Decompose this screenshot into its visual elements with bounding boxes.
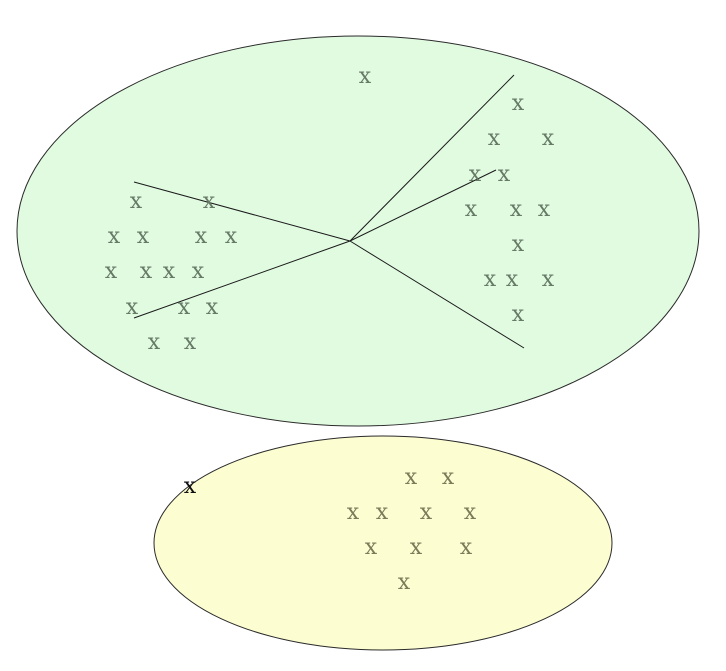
upper-mark-12: x xyxy=(506,267,519,292)
upper-mark-24: x xyxy=(192,259,205,284)
upper-mark-11: x xyxy=(484,267,497,292)
lower-mark-2: x xyxy=(442,465,455,490)
upper-mark-29: x xyxy=(184,330,197,355)
upper-mark-22: x xyxy=(140,259,153,284)
upper-mark-16: x xyxy=(203,189,216,214)
upper-mark-28: x xyxy=(148,330,161,355)
lower-mark-1: x xyxy=(405,465,418,490)
lower-region-ellipse xyxy=(153,435,613,651)
lower-mark-10: x xyxy=(398,570,411,595)
lower-mark-3: x xyxy=(347,500,360,525)
lower-mark-7: x xyxy=(365,535,378,560)
outlier-mark: x xyxy=(184,474,197,499)
lower-mark-9: x xyxy=(460,535,473,560)
upper-mark-15: x xyxy=(130,189,143,214)
divider-line-lower-left xyxy=(133,240,351,319)
upper-mark-5: x xyxy=(469,162,482,187)
upper-mark-18: x xyxy=(137,224,150,249)
divider-line-middle-right xyxy=(349,169,497,242)
upper-mark-17: x xyxy=(108,224,121,249)
lower-mark-8: x xyxy=(410,535,423,560)
upper-mark-20: x xyxy=(225,224,238,249)
divider-line-lower-right xyxy=(349,240,525,349)
lower-mark-4: x xyxy=(376,500,389,525)
upper-mark-7: x xyxy=(465,197,478,222)
upper-mark-6: x xyxy=(498,162,511,187)
upper-mark-8: x xyxy=(510,197,523,222)
upper-mark-9: x xyxy=(538,197,551,222)
upper-mark-21: x xyxy=(105,259,118,284)
upper-mark-1: x xyxy=(359,64,372,89)
upper-mark-27: x xyxy=(206,295,219,320)
upper-mark-26: x xyxy=(178,295,191,320)
upper-mark-25: x xyxy=(126,295,139,320)
upper-region-ellipse xyxy=(16,35,700,427)
upper-mark-2: x xyxy=(512,91,525,116)
divider-lines xyxy=(133,74,525,349)
upper-mark-10: x xyxy=(512,232,525,257)
upper-mark-14: x xyxy=(512,302,525,327)
upper-mark-23: x xyxy=(163,259,176,284)
upper-mark-13: x xyxy=(542,267,555,292)
divider-line-upper-right xyxy=(349,74,515,242)
upper-mark-4: x xyxy=(542,126,555,151)
upper-mark-3: x xyxy=(488,126,501,151)
upper-mark-19: x xyxy=(195,224,208,249)
lower-mark-6: x xyxy=(464,500,477,525)
lower-mark-5: x xyxy=(420,500,433,525)
divider-line-upper-left xyxy=(133,181,351,242)
